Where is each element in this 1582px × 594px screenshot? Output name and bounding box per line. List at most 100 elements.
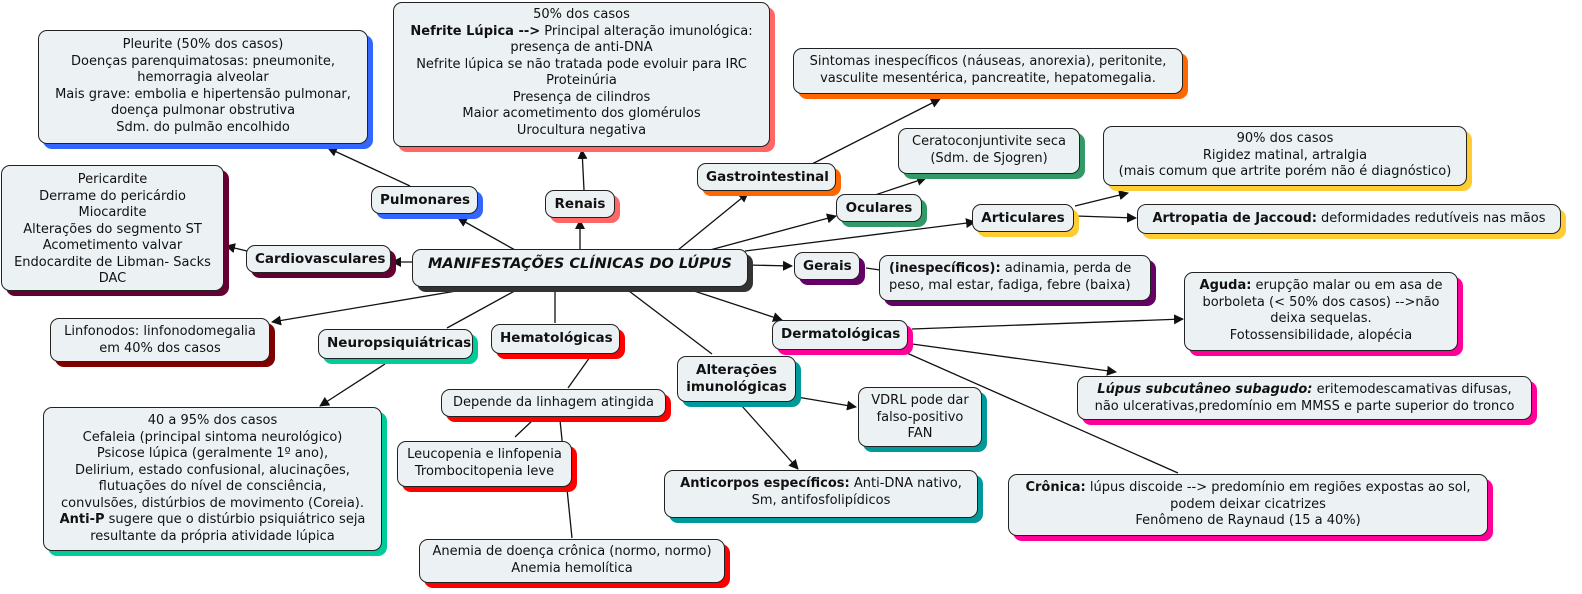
detail-articular-1[interactable]: 90% dos casos Rigidez matinal, artralgia… [1103,126,1467,186]
category-cardiovasculares[interactable]: Cardiovasculares [246,245,391,273]
edge-renais-detail [577,149,588,191]
text-line: Doenças parenquimatosas: pneumonite, [71,53,335,69]
text-line: doença pulmonar obstrutiva [110,103,296,118]
text-line: 90% dos casos [1236,131,1334,146]
detail-neuro[interactable]: 40 a 95% dos casos Cefaleia (principal s… [43,407,382,551]
detail-renal[interactable]: 50% dos casos Nefrite Lúpica --> Princip… [393,2,770,147]
detail-cardio[interactable]: Pericardite Derrame do pericárdio Miocar… [1,165,224,291]
category-label: Dermatológicas [781,326,901,342]
text-line: (mais comum que artrite porém não é diag… [1118,164,1452,179]
text-line: vasculite mesentérica, pancreatite, hepa… [820,70,1156,86]
detail-ocular[interactable]: Ceratoconjuntivite seca (Sdm. de Sjogren… [898,128,1080,174]
edge-center-linfonodos [271,286,481,326]
text-line: peso, mal estar, fadiga, febre (baixa) [889,277,1131,293]
edge-center-articulares [744,218,976,252]
category-hematologicas[interactable]: Hematológicas [491,324,620,354]
detail-linfonodos[interactable]: Linfonodos: linfonodomegalia em 40% dos … [50,318,270,362]
text-line: Anti-P sugere que o distúrbio psiquiátri… [50,512,375,529]
category-neuropsiquiatricas[interactable]: Neuropsiquiátricas [318,329,473,359]
edge-center-neuro [446,287,521,329]
text-span: Anti-DNA nativo, [849,476,962,491]
edge-center-oculares [709,213,837,251]
text-line: (inespecíficos): adinamia, perda de [889,261,1144,278]
edge-pulmonares-detail [327,147,411,187]
bold-term: Nefrite Lúpica --> [410,23,541,39]
detail-gerais[interactable]: (inespecíficos): adinamia, perda de peso… [879,255,1151,301]
text-line: Cefaleia (principal sintoma neurológico) [82,429,343,445]
detail-derm-cronica[interactable]: Crônica: lúpus discoide --> predomínio e… [1008,474,1488,536]
detail-imuno-anticorpos[interactable]: Anticorpos específicos: Anti-DNA nativo,… [664,470,978,518]
text-line: 50% dos casos [533,7,630,22]
text-line: Endocardite de Libman- Sacks [14,254,211,270]
detail-imuno-vdrl[interactable]: VDRL pode dar falso-positivo FAN [858,387,982,447]
text-line: Trombocitopenia leve [414,463,555,479]
text-line: borboleta (< 50% dos casos) -->não [1202,294,1440,310]
text-span: sugere que o distúrbio psiquiátrico seja [104,512,366,527]
text-line: Fenômeno de Raynaud (15 a 40%) [1135,513,1361,528]
category-gerais[interactable]: Gerais [794,252,860,280]
text-span: lúpus discoide --> predomínio em regiões… [1085,480,1471,495]
detail-articular-2[interactable]: Artropatia de Jaccoud: deformidades redu… [1137,204,1561,234]
text-line: Derrame do pericárdio [39,188,186,204]
edge-center-pulmonares [457,217,516,251]
text-line: Psicose lúpica (geralmente 1º ano), [96,446,329,461]
category-label: Gastrointestinal [706,169,829,185]
category-label: Hematológicas [500,330,613,346]
text-line: flutuações do nível de consciência, [98,479,327,494]
bold-term: (inespecíficos): [889,261,1001,276]
category-label: Alterações [696,362,777,378]
edge-dermato-aguda [911,314,1184,330]
category-label: Cardiovasculares [255,251,386,267]
edge-oculares-detail [871,176,927,197]
detail-gastro[interactable]: Sintomas inespecíficos (náuseas, anorexi… [793,48,1183,94]
text-line: Depende da linhagem atingida [453,395,654,410]
text-line: Sdm. do pulmão encolhido [116,119,290,135]
text-line: Rigidez matinal, artralgia [1202,147,1368,163]
central-topic[interactable]: MANIFESTAÇÕES CLÍNICAS DO LÚPUS [412,249,748,287]
text-line: Leucopenia e linfopenia [407,447,562,462]
category-label: Gerais [803,258,852,274]
edge-dermato-cronica [899,349,1179,474]
text-line: deixa sequelas. [1270,311,1372,326]
category-renais[interactable]: Renais [545,190,615,218]
edge-center-gerais [747,260,793,271]
detail-hemato-linhagem[interactable]: Depende da linhagem atingida [441,389,666,417]
text-line: Anticorpos específicos: Anti-DNA nativo, [671,476,971,493]
category-articulares[interactable]: Articulares [972,204,1074,232]
detail-hemato-leuco[interactable]: Leucopenia e linfopenia Trombocitopenia … [397,441,572,487]
text-line: hemorragia alveolar [137,70,269,85]
text-line: Maior acometimento dos glomérulos [462,106,701,121]
text-line: Proteinúria [546,73,617,88]
edge-hemato-linhagem [567,356,591,389]
detail-pulmonar[interactable]: Pleurite (50% dos casos) Doenças parenqu… [38,30,368,144]
text-span: deformidades redutíveis nas mãos [1316,211,1546,226]
edge-articulares-detail1 [1074,190,1129,207]
text-line: Pericardite [77,172,148,187]
text-line: Acometimento valvar [42,238,183,253]
category-imunologicas[interactable]: Alterações imunológicas [677,356,796,402]
detail-derm-subaguda[interactable]: Lúpus subcutâneo subagudo: eritemodescam… [1077,376,1532,420]
detail-hemato-anemia[interactable]: Anemia de doença crônica (normo, normo) … [419,539,725,583]
edge-cardio-detail [225,243,248,253]
category-oculares[interactable]: Oculares [836,194,922,222]
category-label: Articulares [981,210,1065,226]
edge-center-imuno [624,287,713,355]
edge-dermato-subaguda [911,343,1117,376]
text-line: presença de anti-DNA [510,40,653,55]
edge-gastro-detail [811,98,941,165]
text-line: Presença de cilindros [512,89,651,105]
bold-term: Anticorpos específicos: [680,476,850,491]
text-line: Linfonodos: linfonodomegalia [64,324,256,339]
detail-derm-aguda[interactable]: Aguda: erupção malar ou em asa de borbol… [1184,272,1458,351]
category-pulmonares[interactable]: Pulmonares [371,186,478,214]
category-label: imunológicas [686,379,787,395]
text-span: Principal alteração imunológica: [540,23,753,39]
category-gastrointestinal[interactable]: Gastrointestinal [697,163,836,191]
edge-articulares-detail2 [1075,212,1137,223]
category-dermatologicas[interactable]: Dermatológicas [772,320,908,350]
text-line: Aguda: erupção malar ou em asa de [1191,278,1451,295]
text-line: VDRL pode dar [871,393,969,408]
category-label: Pulmonares [380,192,471,208]
text-line: Sintomas inespecíficos (náuseas, anorexi… [809,54,1167,69]
text-line: Crônica: lúpus discoide --> predomínio e… [1015,480,1481,497]
